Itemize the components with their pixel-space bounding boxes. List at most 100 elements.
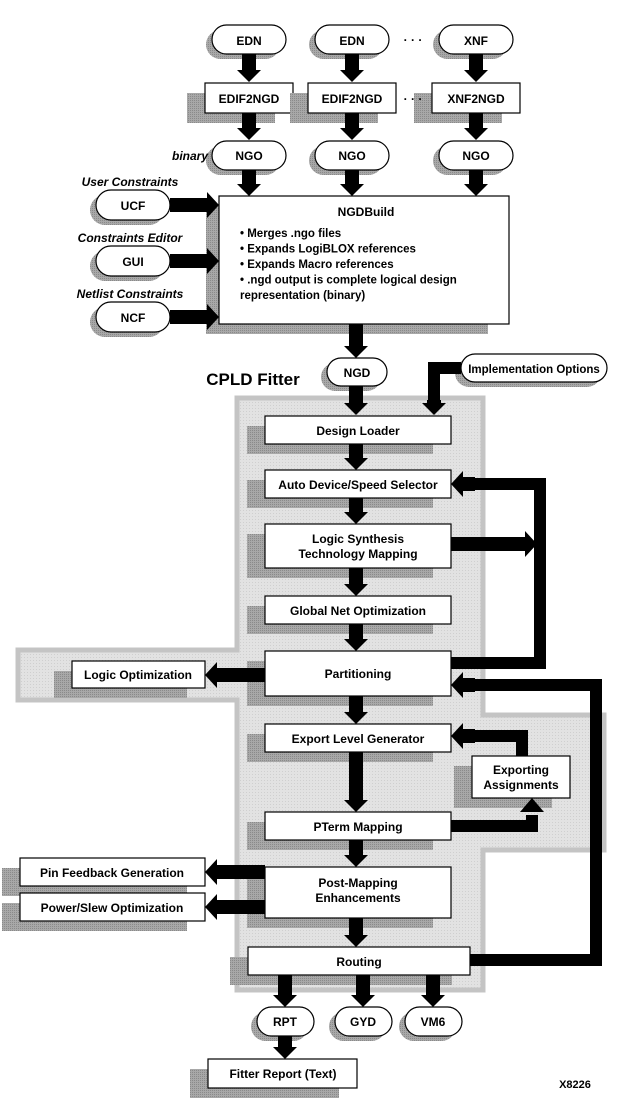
arrow-translator-to-ngo-1 [340, 113, 364, 140]
arrow-netlist-to-translator-2 [464, 54, 488, 82]
ngdbuild-bullet-2: • Expands Macro references [240, 259, 394, 271]
arrow-rpt-to-report [273, 1036, 297, 1059]
global-net-box[interactable] [264, 595, 452, 625]
arrow-loop-to-auto [451, 471, 475, 497]
output-file-label-1: GYD [350, 1015, 376, 1029]
arrow-netlist-to-translator-0 [237, 54, 261, 82]
connector-pterm-to-exporting [451, 815, 538, 832]
ngdbuild-bullet-0: • Merges .ngo files [240, 228, 341, 240]
post-mapping-label-1: Post-Mapping [318, 876, 397, 890]
ngdbuild-bullet-1: • Expands LogiBLOX references [240, 244, 416, 256]
translator-label-0: EDIF2NGD [219, 92, 280, 106]
constraint-file-label-2: NCF [121, 311, 146, 325]
binary-label: binary [172, 149, 209, 163]
auto-device-box[interactable] [264, 469, 452, 499]
feedback-loop-partitioning-auto [451, 478, 546, 669]
auto-device-label: Auto Device/Speed Selector [278, 478, 438, 492]
netlist-file-label-0: EDN [236, 34, 261, 48]
translator-box-2[interactable] [431, 82, 521, 114]
arrow-synthesis-to-globalnet [344, 568, 368, 596]
arrow-ngd-to-loader [344, 386, 368, 415]
constraint-caption-1: Constraints Editor [78, 231, 184, 245]
ngo-file-label-2: NGO [462, 149, 489, 163]
logic-optimization-box[interactable] [71, 660, 206, 689]
arrow-ngo-to-ngdbuild-1 [340, 170, 364, 196]
exporting-assignments-label-2: Assignments [483, 778, 559, 792]
export-level-label: Export Level Generator [292, 732, 425, 746]
exporting-assignments-box[interactable] [471, 755, 571, 799]
arrowhead-pterm-to-exporting [520, 798, 544, 812]
ellipsis-files: · · · [404, 33, 423, 47]
arrow-synthesis-to-loop [451, 531, 537, 557]
cpld-fitter-title: CPLD Fitter [206, 370, 300, 389]
logic-synthesis-label-2: Technology Mapping [298, 547, 417, 561]
ngdbuild-title: NGDBuild [338, 205, 395, 219]
pin-feedback-label: Pin Feedback Generation [40, 866, 184, 880]
connector-exporting-to-export [470, 730, 528, 756]
design-loader-label: Design Loader [316, 424, 400, 438]
arrow-constraint-to-ngdbuild-2 [170, 304, 219, 330]
arrow-constraint-to-ngdbuild-1 [170, 248, 219, 274]
power-slew-label: Power/Slew Optimization [41, 901, 184, 915]
arrow-loader-to-auto [344, 444, 368, 470]
design-loader-box[interactable] [264, 415, 452, 445]
arrow-implementation-options-to-loader [422, 400, 446, 415]
output-file-label-2: VM6 [421, 1015, 446, 1029]
output-file-1[interactable] [334, 1006, 393, 1037]
implementation-options-label: Implementation Options [468, 364, 600, 376]
ngdbuild-box[interactable] [218, 195, 510, 325]
arrow-partitioning-to-export [344, 696, 368, 724]
ngd-file-label: NGD [344, 366, 371, 380]
ellipsis-translators: · · · [404, 92, 423, 106]
arrow-globalnet-to-partitioning [344, 624, 368, 651]
arrow-routing-to-output-1 [351, 975, 375, 1007]
constraint-caption-0: User Constraints [82, 175, 179, 189]
power-slew-box[interactable] [19, 892, 206, 922]
arrow-translator-to-ngo-0 [237, 113, 261, 140]
export-level-box[interactable] [264, 723, 452, 753]
constraint-file-label-1: GUI [122, 255, 143, 269]
arrow-routing-to-output-2 [421, 975, 445, 1007]
global-net-label: Global Net Optimization [290, 604, 426, 618]
fitter-report-label: Fitter Report (Text) [229, 1067, 336, 1081]
arrow-ngo-to-ngdbuild-0 [237, 170, 261, 196]
netlist-file-label-2: XNF [464, 34, 488, 48]
connector-implementation-options [428, 362, 461, 404]
logic-optimization-label: Logic Optimization [84, 668, 192, 682]
translator-label-2: XNF2NGD [447, 92, 505, 106]
ngdbuild-bullet-4: representation (binary) [240, 290, 365, 302]
arrow-routing-to-output-0 [273, 975, 297, 1007]
feedback-loop-routing-partitioning [470, 679, 602, 966]
output-file-label-0: RPT [273, 1015, 298, 1029]
arrow-routing-to-partitioning [451, 672, 475, 698]
arrow-ngdbuild-to-ngd [344, 324, 368, 358]
arrow-ngo-to-ngdbuild-2 [464, 170, 488, 196]
logic-synthesis-label-1: Logic Synthesis [312, 532, 404, 546]
post-mapping-label-2: Enhancements [315, 891, 401, 905]
constraint-file-label-0: UCF [121, 199, 146, 213]
arrow-postmapping-to-routing [344, 918, 368, 947]
pterm-mapping-label: PTerm Mapping [313, 820, 402, 834]
ngdbuild-bullet-3: • .ngd output is complete logical design [240, 275, 457, 287]
partitioning-label: Partitioning [325, 667, 392, 681]
logic-synthesis-box[interactable] [264, 523, 452, 569]
ngo-file-label-0: NGO [235, 149, 262, 163]
ngo-file-label-1: NGO [338, 149, 365, 163]
arrow-constraint-to-ngdbuild-0 [170, 192, 219, 218]
arrow-pterm-to-postmapping [344, 840, 368, 867]
constraint-caption-2: Netlist Constraints [77, 287, 184, 301]
arrow-exporting-to-export [451, 723, 475, 749]
arrow-translator-to-ngo-2 [464, 113, 488, 140]
arrow-postmapping-to-pinfeedback [205, 859, 265, 885]
translator-label-1: EDIF2NGD [322, 92, 383, 106]
routing-label: Routing [336, 955, 381, 969]
figure-id-label: X8226 [559, 1079, 591, 1091]
fitter-report-box[interactable] [207, 1058, 358, 1089]
output-file-2[interactable] [404, 1006, 463, 1037]
arrow-postmapping-to-powerslew [205, 894, 265, 920]
partitioning-box[interactable] [264, 650, 452, 697]
arrow-auto-to-synthesis [344, 498, 368, 524]
exporting-assignments-label-1: Exporting [493, 763, 549, 777]
arrow-partitioning-to-logic-opt [205, 662, 265, 688]
